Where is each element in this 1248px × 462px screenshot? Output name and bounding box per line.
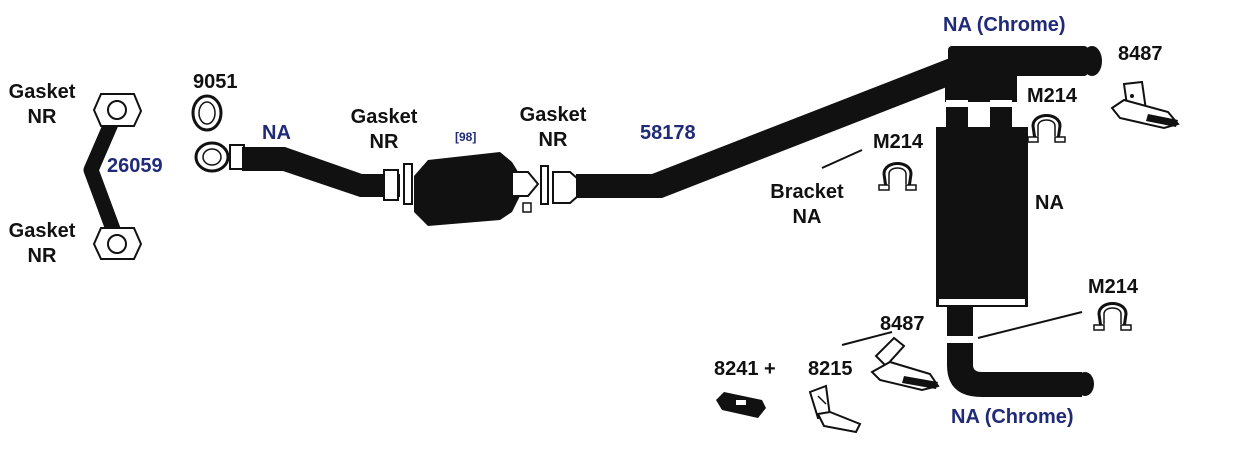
part-label-9051: 9051 — [193, 71, 238, 93]
intermediate-pipe-58178 — [552, 56, 970, 204]
gasket-label-post-cat: Gasket NR — [520, 103, 587, 153]
clamp-m214-bottom — [1093, 302, 1132, 331]
gasket-label-pre-cat: Gasket NR — [351, 105, 418, 155]
part-label-m214-bottom: M214 — [1088, 276, 1139, 298]
gasket-label-pre-cat-line1: Gasket — [350, 106, 418, 128]
label-na-muffler: NA — [1035, 192, 1064, 214]
part-label-m214-top: M214 — [1027, 85, 1078, 107]
gasket-label-bottom-left-line2: NR — [27, 245, 57, 267]
catalytic-converter-ref: [98] — [455, 130, 477, 144]
muffler — [936, 127, 1028, 307]
leader-lines — [821, 149, 1083, 346]
label-na-chrome-top: NA (Chrome) — [943, 14, 1066, 36]
front-pipe — [194, 141, 400, 201]
part-label-m214-left: M214 — [873, 131, 924, 153]
label-na-chrome-bottom: NA (Chrome) — [951, 406, 1074, 428]
bracket-label-line2: NA — [792, 206, 822, 228]
tailpipe-chrome-bottom — [947, 306, 1094, 397]
bracket-8487-bottom — [870, 336, 940, 392]
gasket-post-cat — [540, 165, 549, 205]
tailpipe-chrome-top — [945, 46, 1102, 134]
gasket-label-top-left-line1: Gasket — [8, 81, 76, 103]
gasket-pre-cat — [403, 163, 413, 205]
y-pipe-26059 — [83, 93, 143, 260]
clamp-m214-left — [878, 162, 917, 191]
part-label-8215: 8215 — [808, 358, 853, 380]
bracket-8487-top — [1110, 80, 1180, 130]
label-na-front-pipe: NA — [262, 122, 291, 144]
isolator-8241 — [716, 392, 766, 418]
gasket-label-bottom-left-line1: Gasket — [8, 220, 76, 242]
gasket-label-top-left: Gasket NR — [9, 80, 76, 130]
gasket-label-post-cat-line2: NR — [538, 129, 568, 151]
part-label-8487-top: 8487 — [1118, 43, 1163, 65]
gasket-label-top-left-line2: NR — [27, 106, 57, 128]
catalytic-converter — [414, 152, 540, 226]
part-label-58178: 58178 — [640, 122, 696, 144]
gasket-label-bottom-left: Gasket NR — [9, 219, 76, 269]
gasket-label-pre-cat-line2: NR — [369, 131, 399, 153]
part-label-8241: 8241 + — [714, 358, 776, 380]
bracket-label: Bracket NA — [770, 180, 843, 230]
part-label-26059: 26059 — [107, 155, 163, 177]
clamp-m214-top — [1027, 114, 1066, 143]
part-label-8487-bottom: 8487 — [880, 313, 925, 335]
ring-gasket-9051 — [191, 94, 223, 132]
bracket-label-line1: Bracket — [770, 181, 844, 203]
gasket-label-post-cat-line1: Gasket — [519, 104, 587, 126]
bracket-8215 — [808, 384, 862, 434]
